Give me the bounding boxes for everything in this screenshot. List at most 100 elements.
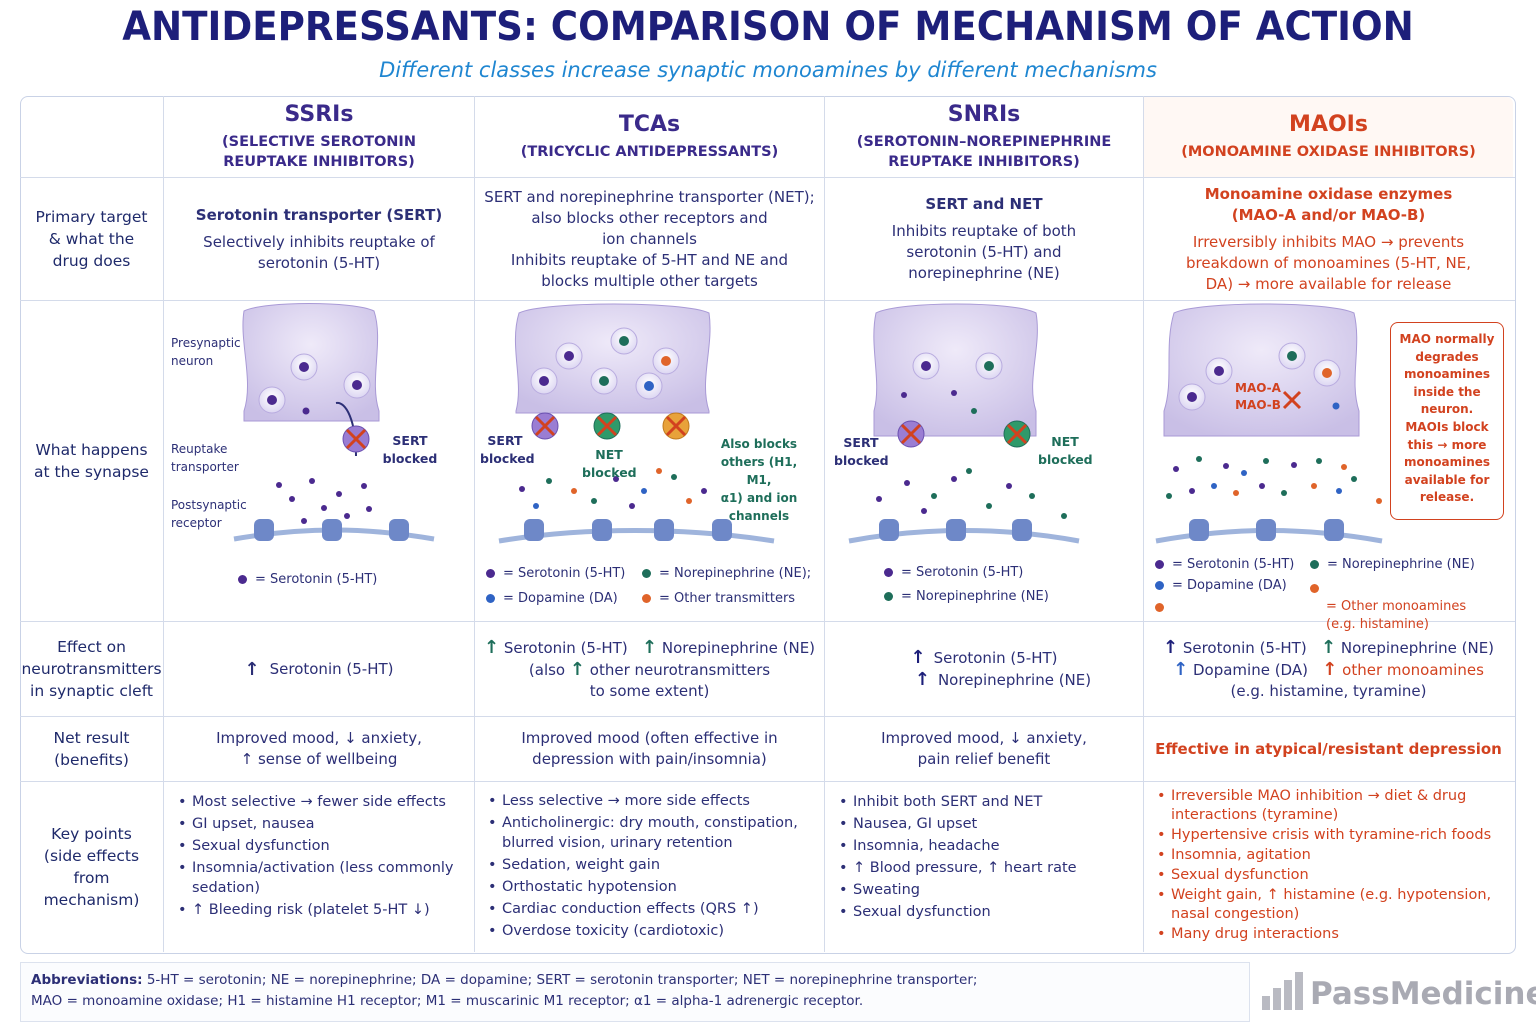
list-item: Sexual dysfunction [1155,866,1507,885]
snri-header-full: (SEROTONIN–NOREPINEPHRINE REUPTAKE INHIB… [856,134,1112,170]
released-transmitters [876,468,1067,519]
tca-effect-also: (also [528,660,566,679]
released-serotonin [276,478,372,524]
list-item: Anticholinergic: dry mouth, constipation… [486,813,816,853]
snri-effect: ↑Serotonin (5-HT) ↑Norepinephrine (NE) [825,622,1143,716]
tca-legend-da: = Dopamine (DA) [486,591,618,606]
row-divider [20,177,1515,178]
tca-header: TCAs (TRICYCLIC ANTIDEPRESSANTS) [475,97,824,177]
row-label-net: Net result (benefits) [53,729,130,769]
snri-target: SERT and NET [925,195,1043,213]
row-divider [20,781,1515,782]
serotonin-cluster [299,362,309,372]
ssri-synapse [233,303,435,542]
ssri-key-points: Most selective → fewer side effects GI u… [176,792,466,922]
legend-other: = Other monoamines (e.g. histamine) [1326,599,1467,632]
serotonin-cluster [564,351,574,361]
postsynaptic-label: Postsynaptic receptor [171,498,247,530]
column-divider [474,96,475,952]
blocked-x-icon [1006,423,1028,445]
list-item: Many drug interactions [1155,925,1507,944]
up-arrow-icon: ↑ [642,636,658,658]
presynaptic-terminal [514,303,711,414]
maoi-header-full: (MONOAMINE OXIDASE INHIBITORS) [1181,144,1476,160]
tca-header-full: (TRICYCLIC ANTIDEPRESSANTS) [520,144,779,160]
list-item: Insomnia, agitation [1155,846,1507,865]
list-item: GI upset, nausea [176,814,466,834]
list-item: Sedation, weight gain [486,855,816,875]
tca-legend-serotonin: = Serotonin (5-HT) [486,566,625,581]
list-item: Overdose toxicity (cardiotoxic) [486,921,816,941]
passmedicine-logo-icon [1262,972,1303,1010]
serotonin-cluster [539,376,549,386]
column-divider [163,96,164,952]
abbreviations-box: Abbreviations: 5-HT = serotonin; NE = no… [20,962,1250,1022]
snri-effect-serotonin: Serotonin (5-HT) [933,649,1058,667]
ssri-effect-text: Serotonin (5-HT) [269,659,394,678]
postsynaptic-receptors [1189,519,1344,541]
row-label-effect: Effect on neurotransmitters in synaptic … [21,638,162,700]
snri-legend-serotonin: = Serotonin (5-HT) [884,565,1023,580]
list-item: Sexual dysfunction [176,836,466,856]
logo-text: PassMedicine [1310,976,1536,1012]
other-dot-icon [1310,584,1319,593]
list-item: Most selective → fewer side effects [176,792,466,812]
tca-synapse [498,303,775,544]
maoi-net: Effective in atypical/resistant depressi… [1155,739,1502,758]
list-item: Hypertensive crisis with tyramine-rich f… [1155,826,1507,845]
ne-cluster [599,376,609,386]
tca-effect-extent: to some extent) [589,681,710,700]
maoi-effect-ne: Norepinephrine (NE) [1340,638,1495,657]
ssri-header-full: (SELECTIVE SEROTONIN REUPTAKE INHIBITORS… [222,134,416,170]
tca-legend-ne: = Norepinephrine (NE); [642,566,811,581]
tca-target: SERT and norepinephrine transporter (NET… [484,187,815,248]
legend-serotonin: = Serotonin (5-HT) [901,565,1024,580]
legend-serotonin: = Serotonin (5-HT) [503,566,626,581]
legend-serotonin: = Serotonin (5-HT) [1172,557,1295,572]
page-subtitle: Different classes increase synaptic mono… [379,58,1157,82]
list-item: Weight gain, ↑ histamine (e.g. hypotensi… [1155,886,1507,924]
up-arrow-icon: ↑ [483,636,500,658]
other-cluster [661,356,671,366]
snri-key-points: Inhibit both SERT and NET Nausea, GI ups… [837,792,1137,924]
dopamine-dot-icon [1155,581,1164,590]
list-item: Irreversible MAO inhibition → diet & dru… [1155,787,1507,825]
postsynaptic-receptors [254,519,409,541]
legend-serotonin: = Serotonin (5-HT) [255,572,378,587]
maoi-legend-other-dot [1155,600,1172,615]
tca-desc: Inhibits reuptake of 5-HT and NE and blo… [510,250,789,290]
maoi-target: Monoamine oxidase enzymes (MAO-A and/or … [1204,184,1453,224]
tca-effect-serotonin: Serotonin (5-HT) [503,638,628,657]
up-arrow-icon: ↑ [910,647,926,668]
legend-dopamine: = Dopamine (DA) [1172,578,1287,593]
released-transmitters [519,468,707,509]
tca-legend-other: = Other transmitters [642,591,795,606]
serotonin-cluster [1187,392,1197,402]
serotonin-cluster [921,361,931,371]
list-item: ↑ Blood pressure, ↑ heart rate [837,858,1137,878]
maoi-effect-serotonin: Serotonin (5-HT) [1182,638,1307,657]
serotonin-dot-icon [1155,560,1164,569]
abbreviations-line2: MAO = monoamine oxidase; H1 = histamine … [31,993,864,1009]
maoi-legend-serotonin: = Serotonin (5-HT) [1155,557,1294,572]
tca-net: Improved mood (often effective in depres… [521,729,778,768]
ssri-desc: Selectively inhibits reuptake of seroton… [203,232,435,272]
blocked-x-icon [1282,390,1302,410]
tca-effect: ↑ Serotonin (5-HT) ↑ Norepinephrine (NE)… [475,622,824,716]
maoi-header-name: MAOIs [1289,112,1368,137]
page-title: ANTIDEPRESSANTS: COMPARISON OF MECHANISM… [122,4,1414,50]
other-dot-icon [1155,603,1164,612]
row-label-key: Key points (side effects from mechanism) [43,825,140,909]
free-molecules [901,390,977,414]
up-arrow-icon: ↑ [1321,636,1337,658]
serotonin-dot-icon [238,575,247,584]
ssri-target: Serotonin transporter (SERT) [195,205,443,224]
row-label-primary: Primary target & what the drug does [35,208,148,270]
tca-header-name: TCAs [618,112,681,137]
abbreviations-line1: 5-HT = serotonin; NE = norepinephrine; D… [146,972,978,988]
legend-ne: = Norepinephrine (NE); [659,566,812,581]
maoi-effect-examples: (e.g. histamine, tyramine) [1230,681,1427,700]
tca-primary: SERT and norepinephrine transporter (NET… [475,178,824,300]
dopamine-cluster [644,381,654,391]
serotonin-cluster [267,395,277,405]
